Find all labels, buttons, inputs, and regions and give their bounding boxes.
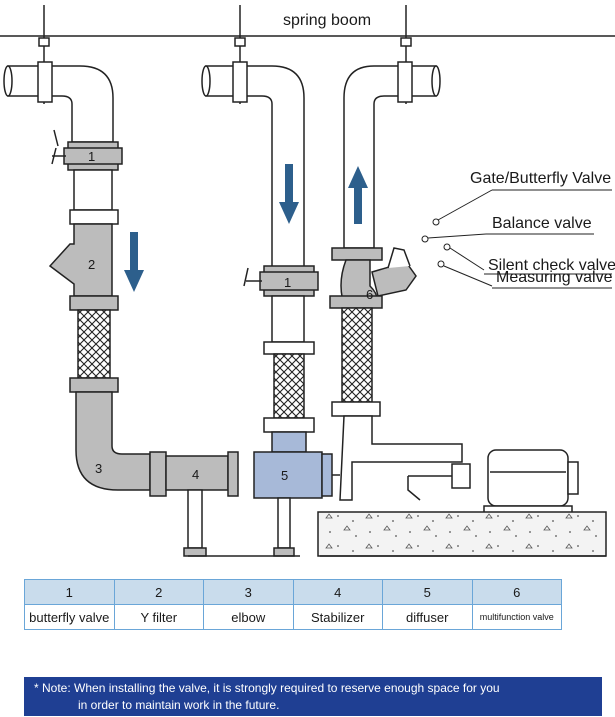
installation-diagram [0, 5, 615, 557]
component-number-1-middle: 1 [284, 275, 292, 290]
legend-name-cell: Stabilizer [292, 604, 383, 630]
concrete-base [317, 511, 607, 557]
note-line-1: * Note: When installing the valve, it is… [34, 681, 500, 695]
spring-boom-label: spring boom [283, 12, 372, 29]
legend-name-cell: Y filter [113, 604, 204, 630]
left-pipe-line [3, 61, 239, 557]
component-number-3: 3 [95, 461, 103, 476]
legend-number-cell: 2 [113, 579, 204, 605]
flow-arrow-down-middle [279, 164, 299, 224]
flow-arrow-up-right [348, 166, 368, 224]
legend-name-cell: multifunction valve [471, 604, 562, 630]
legend-number-cell: 5 [382, 579, 473, 605]
callout-gate-butterfly-valve: Gate/Butterfly Valve [470, 170, 612, 187]
callout-balance-valve: Balance valve [492, 215, 592, 232]
note-line-2: in order to maintain work in the future. [78, 698, 280, 712]
right-pipe-line [329, 61, 579, 515]
legend-name-cell: butterfly valve [24, 604, 115, 630]
component-number-5: 5 [281, 468, 289, 483]
installation-note-banner: * Note: When installing the valve, it is… [24, 677, 602, 716]
legend-number-cell: 1 [24, 579, 115, 605]
legend-name-cell: elbow [203, 604, 294, 630]
component-number-2: 2 [88, 257, 96, 272]
callout-silent-check-valve: Silent check valve [488, 257, 615, 274]
component-number-4: 4 [192, 467, 200, 482]
middle-pipe-line [201, 61, 340, 557]
component-legend-table: 1 2 3 4 5 6 butterfly valve Y filter elb… [24, 579, 562, 630]
legend-name-cell: diffuser [382, 604, 473, 630]
legend-number-cell: 4 [292, 579, 383, 605]
legend-name-row: butterfly valve Y filter elbow Stabilize… [24, 604, 562, 630]
legend-number-row: 1 2 3 4 5 6 [24, 579, 562, 605]
legend-number-cell: 3 [203, 579, 294, 605]
callout-measuring-valve: Measuring valve [496, 269, 613, 286]
component-number-1-left: 1 [88, 149, 96, 164]
flow-arrow-down-left [124, 232, 144, 292]
legend-number-cell: 6 [471, 579, 562, 605]
component-number-6: 6 [366, 287, 374, 302]
